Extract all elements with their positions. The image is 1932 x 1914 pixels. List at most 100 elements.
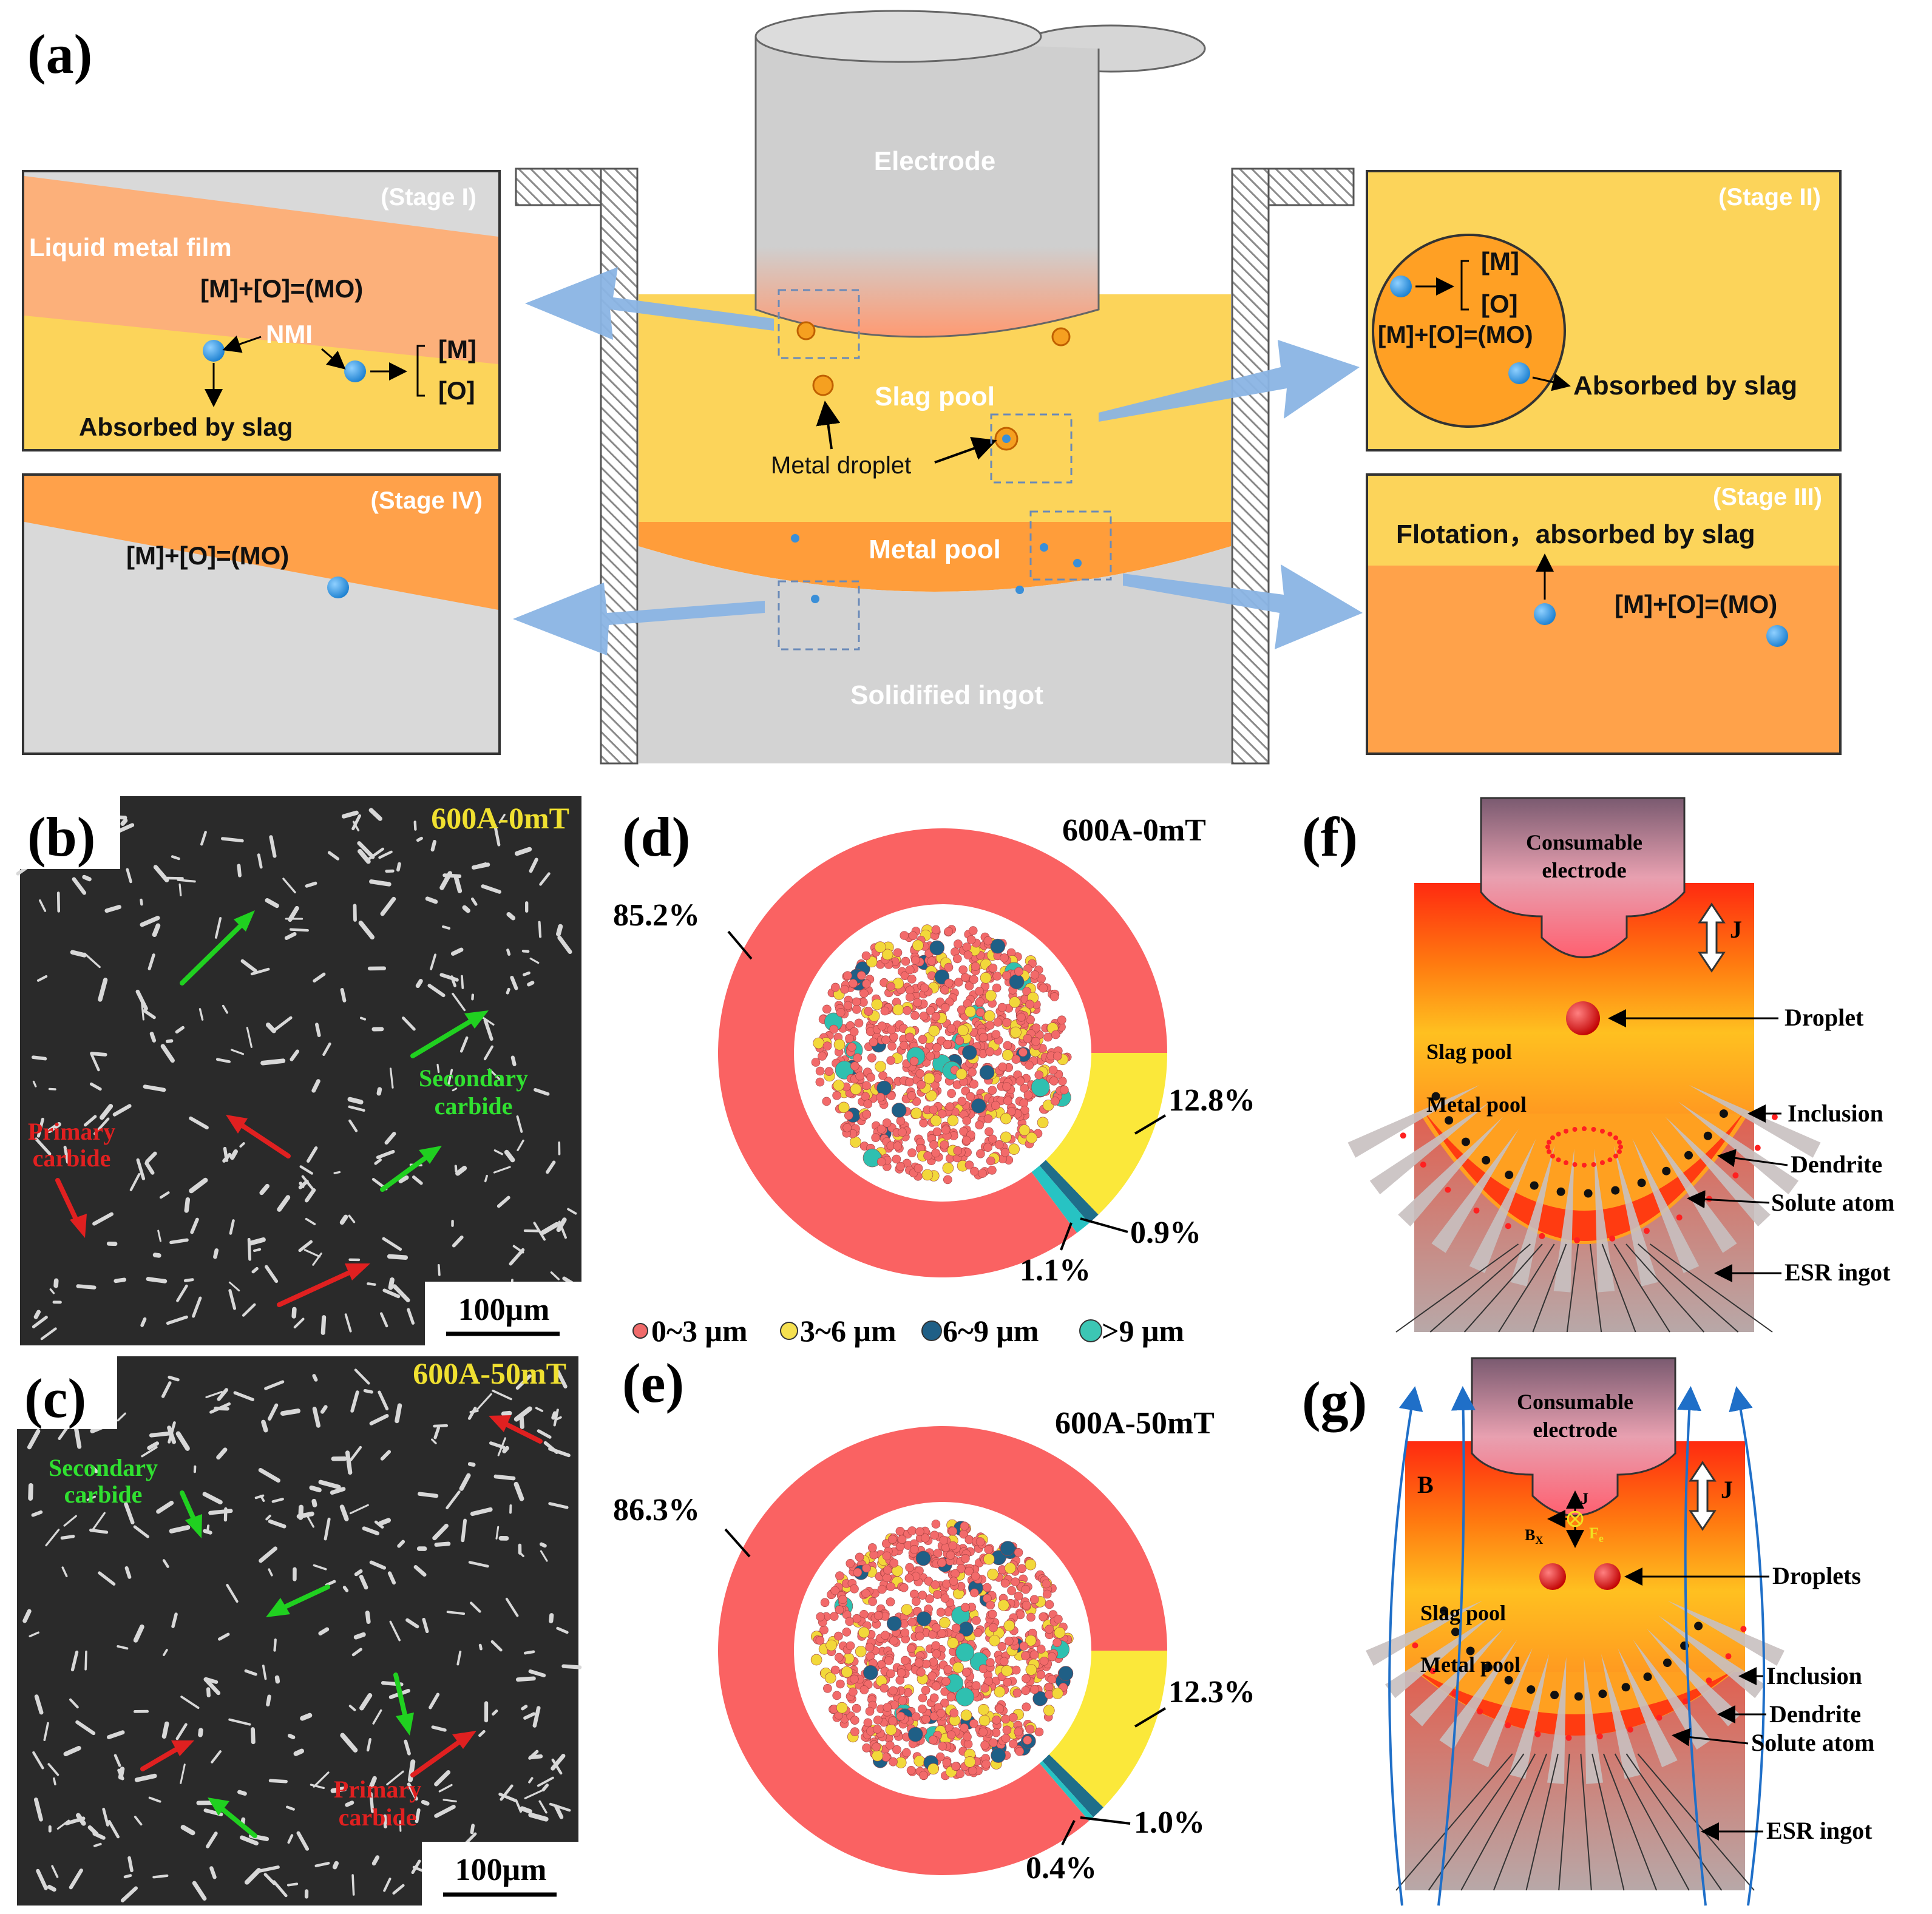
solute-atom [1607,1157,1613,1163]
particle [845,1617,854,1626]
j-f: J [1730,916,1742,943]
carbide-particle [216,1447,228,1460]
donut-slice-3-6-m [1045,1053,1167,1215]
carbide-particle [450,947,464,956]
particle [907,1091,917,1100]
legend-label: 3~6 μm [800,1314,897,1348]
carbide-particle [149,1032,157,1043]
carbide-particle [75,1720,96,1736]
carbide-particle [126,868,132,884]
dendrite [1398,1117,1503,1226]
particle [815,1635,825,1645]
donut-slice--9-m [1039,1760,1094,1821]
solute-atom [1420,1162,1426,1168]
particle [850,1584,859,1594]
particle [962,1045,977,1060]
carbide-particle [459,1036,469,1053]
dendrite [1632,1138,1700,1273]
carbide-particle [215,1058,231,1063]
carbide-particle [157,1229,161,1242]
particle [1031,1023,1041,1033]
carbide-particle [365,847,385,862]
donut-chart-d: 85.2%12.8%0.9%1.1% [613,828,1255,1288]
particle [910,1544,919,1554]
carbide-particle [418,1492,439,1498]
particle [875,1061,886,1072]
particle [832,1091,841,1100]
grain-line [1601,1243,1636,1333]
particle [925,1594,934,1603]
carbide-particle [244,1669,257,1676]
carbide-particle [389,1620,401,1642]
particle [877,1584,887,1594]
carbide-particle [493,1474,516,1481]
panel-f: (f) Consumable electrode J Droplet Slag … [1302,797,1894,1333]
particle [928,1025,940,1036]
metal-pool-label: Metal pool [869,535,1001,564]
carbide-particle [369,1560,386,1570]
j-small-g: J [1581,1490,1588,1507]
stage3-inclusion-1 [1534,603,1556,625]
b-g: B [1417,1471,1434,1498]
donut-slice-0-3-m [718,1425,1167,1875]
particle [892,1745,901,1754]
donut-slice-6-9-m [1042,1754,1103,1818]
carbide-particle [313,1564,327,1571]
solute-atom [1539,1233,1545,1239]
particle [915,1631,924,1641]
particle [853,1567,863,1577]
particle [944,927,954,936]
carbide-particle [100,1104,114,1120]
particle [843,971,852,980]
carbide-particle [180,1825,195,1836]
carbide-particle [553,1408,559,1427]
carbide-particle [383,1878,391,1892]
particle [989,1635,1000,1646]
carbide-particle [299,1165,313,1175]
carbide-particle [413,820,417,831]
particle [849,1687,858,1697]
carbide-particle [540,1550,548,1562]
carbide-particle [169,1238,189,1245]
particle [906,1644,916,1653]
particle [849,979,858,988]
particle [991,1748,1006,1763]
particle [962,942,972,952]
carbide-particle [349,1446,362,1462]
droplet-g-1 [1539,1563,1566,1590]
particle [813,1037,824,1049]
particle [913,998,922,1007]
particle [824,1067,834,1076]
carbide-particle [548,1447,571,1458]
carbide-particle [82,874,92,882]
carbide-particle [354,1569,363,1577]
particle [1009,974,1025,990]
particle [1002,971,1011,980]
carbide-particle [143,1084,166,1092]
solute-atom [1656,1714,1663,1721]
carbide-particle [365,1611,371,1624]
fe-g: Fe [1589,1524,1604,1544]
particle [962,1116,971,1125]
donut-label: 85.2% [613,898,700,933]
carbide-particle [298,1240,313,1253]
primary-c-1: Primary [334,1776,421,1803]
arrow-to-stage4 [513,583,765,655]
solute-atom [1609,1235,1616,1242]
carbide-particle [63,1146,69,1164]
particle [946,1730,956,1740]
carbide-particle [240,959,257,973]
particle [886,1597,895,1606]
arrow-to-stage3 [1123,564,1363,649]
carbide-particle [169,1525,191,1534]
carbide-particle [470,1507,493,1517]
particle [846,1641,855,1651]
particle [926,1052,935,1061]
carbide-particle [540,1222,560,1235]
carbide-particle [136,1158,146,1180]
grain-line [1429,1243,1531,1333]
carbide-particle [40,1327,57,1341]
solute-atom [1400,1132,1406,1139]
carbide-particle [332,1861,339,1870]
carbide-particle [537,1776,554,1787]
